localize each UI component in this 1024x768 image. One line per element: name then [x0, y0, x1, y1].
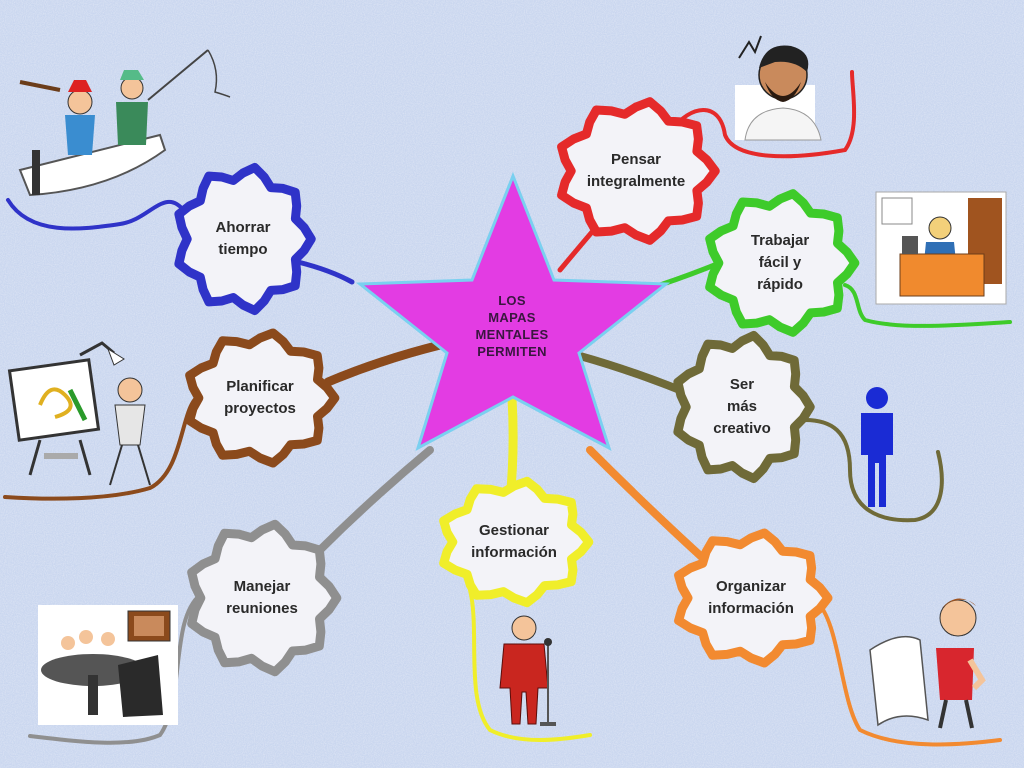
speaker-microphone-illustration	[499, 615, 556, 726]
artist-easel-illustration	[7, 341, 151, 486]
connectors	[3, 70, 1012, 747]
cloud-manejar-reuniones	[187, 519, 342, 677]
meeting-table-illustration	[38, 605, 178, 725]
fishing-boat-illustration	[18, 49, 231, 197]
connector-creativo	[576, 352, 689, 396]
node-gestionar-informacion[interactable]: Gestionar información	[471, 522, 557, 561]
tail-ahorrar	[6, 198, 187, 231]
tail-creativo	[803, 418, 944, 523]
node-ahorrar-tiempo[interactable]: Ahorrar tiempo	[215, 219, 271, 258]
tail-manejar	[28, 593, 202, 745]
connector-organizar	[586, 446, 709, 564]
tail-gestionar	[468, 588, 592, 742]
connector-planificar	[323, 340, 445, 387]
center-title: LOS MAPAS MENTALES PERMITEN	[475, 293, 549, 359]
man-reading-scroll-illustration	[869, 598, 986, 729]
connector-ahorrar	[295, 259, 355, 285]
node-organizar-informacion[interactable]: Organizar información	[708, 578, 794, 617]
tail-trabajar	[843, 283, 1012, 328]
cloud-ahorrar-tiempo	[174, 163, 316, 315]
standing-person-icon	[861, 387, 893, 507]
connector-pensar	[557, 229, 595, 273]
node-manejar-reuniones[interactable]: Manejar reuniones	[226, 578, 298, 617]
thinking-man-illustration	[735, 35, 822, 141]
office-desk-illustration	[875, 191, 1007, 305]
node-planificar-proyectos[interactable]: Planificar proyectos	[224, 378, 296, 417]
tail-organizar	[813, 598, 1002, 747]
cloud-organizar-informacion	[674, 528, 833, 668]
cloud-gestionar-informacion	[439, 476, 594, 608]
cloud-ser-mas-creativo	[673, 331, 815, 483]
center-star	[355, 171, 671, 452]
node-blobs	[174, 97, 860, 677]
cloud-pensar-integralmente	[557, 97, 720, 245]
cloud-planificar-proyectos	[185, 328, 340, 468]
cloud-trabajar-facil-rapido	[705, 189, 860, 337]
node-ser-mas-creativo[interactable]: Ser más creativo	[713, 376, 771, 437]
tail-pensar	[670, 70, 857, 159]
node-pensar-integralmente[interactable]: Pensar integralmente	[586, 151, 686, 190]
node-trabajar-facil-rapido[interactable]: Trabajar fácil y rápido	[750, 232, 810, 293]
connector-manejar	[314, 446, 434, 556]
